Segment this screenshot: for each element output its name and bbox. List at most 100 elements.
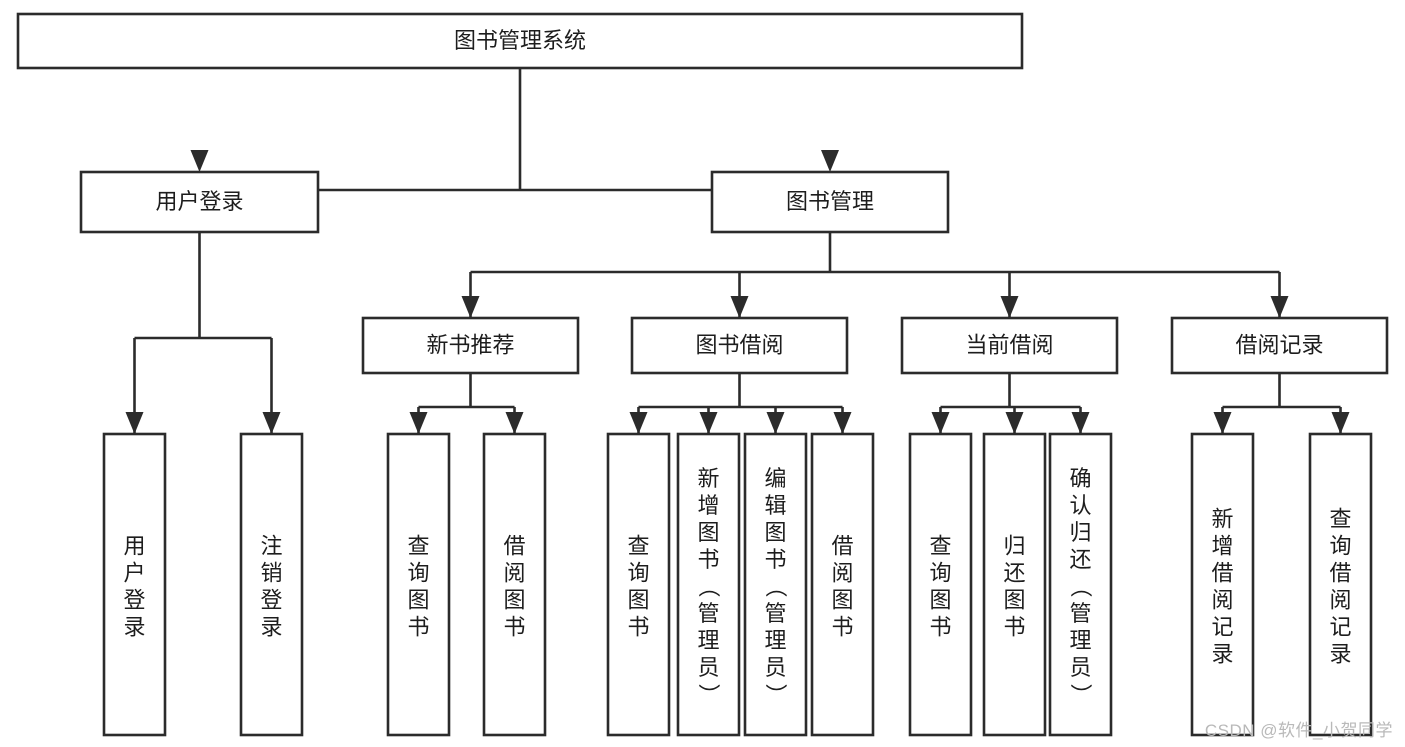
node-box-leaf-query-book-borrow[interactable]: [606, 432, 671, 737]
node-box-current-borrow[interactable]: [900, 316, 1119, 375]
svg-text:书: 书: [627, 615, 649, 640]
svg-text:图: 图: [627, 588, 649, 613]
node-borrow-record[interactable]: 借阅记录: [1170, 316, 1389, 375]
svg-text:书: 书: [697, 547, 719, 572]
node-root[interactable]: 图书管理系统: [16, 12, 1024, 70]
node-box-leaf-edit-book[interactable]: [743, 432, 808, 737]
svg-text:借: 借: [503, 534, 525, 559]
node-box-leaf-add-record[interactable]: [1190, 432, 1255, 737]
svg-text:图: 图: [764, 520, 786, 545]
node-label-current-borrow: 当前借阅: [965, 332, 1053, 357]
svg-text:（: （: [1068, 575, 1093, 597]
connector-group-book-borrow: [629, 373, 852, 434]
svg-text:询: 询: [1329, 534, 1351, 559]
node-box-leaf-logout[interactable]: [239, 432, 304, 737]
node-current-borrow[interactable]: 当前借阅: [900, 316, 1119, 375]
svg-text:员: 员: [764, 655, 786, 680]
connector-arrow-icon: [1213, 412, 1232, 434]
svg-text:阅: 阅: [503, 561, 525, 586]
node-box-user-login[interactable]: [79, 170, 320, 234]
svg-text:录: 录: [123, 615, 145, 640]
node-box-book-borrow[interactable]: [630, 316, 849, 375]
svg-text:）: ）: [696, 683, 721, 705]
node-box-leaf-borrow-book-rec[interactable]: [482, 432, 547, 737]
node-label-borrow-record: 借阅记录: [1235, 332, 1323, 357]
svg-text:记: 记: [1211, 615, 1233, 640]
svg-text:员: 员: [697, 655, 719, 680]
svg-text:阅: 阅: [831, 561, 853, 586]
svg-text:用: 用: [123, 534, 145, 559]
svg-text:查: 查: [1329, 507, 1351, 532]
svg-text:户: 户: [123, 561, 145, 586]
svg-text:（: （: [763, 575, 788, 597]
node-box-new-book-recommend[interactable]: [361, 316, 580, 375]
svg-text:增: 增: [1211, 534, 1233, 559]
connector-group-new-book-recommend: [409, 373, 524, 434]
node-box-leaf-confirm-return[interactable]: [1048, 432, 1113, 737]
svg-text:借: 借: [1211, 561, 1233, 586]
node-user-login[interactable]: 用户登录: [79, 170, 320, 234]
node-label-book-manage: 图书管理: [786, 189, 874, 214]
svg-text:辑: 辑: [764, 493, 786, 518]
node-box-leaf-query-record[interactable]: [1308, 432, 1373, 737]
node-box-leaf-query-book-cur[interactable]: [908, 432, 973, 737]
node-box-book-manage[interactable]: [710, 170, 950, 234]
svg-text:还: 还: [1069, 547, 1091, 572]
svg-text:管: 管: [697, 601, 719, 626]
node-leaf-user-login[interactable]: 用户登录: [102, 432, 167, 737]
node-new-book-recommend[interactable]: 新书推荐: [361, 316, 580, 375]
svg-text:还: 还: [1003, 561, 1025, 586]
node-box-leaf-borrow-book[interactable]: [810, 432, 875, 737]
svg-text:编: 编: [764, 466, 786, 491]
svg-text:理: 理: [1069, 628, 1091, 653]
connector-arrow-icon: [821, 150, 839, 172]
node-box-leaf-add-book[interactable]: [676, 432, 741, 737]
connector-arrow-icon: [730, 296, 749, 318]
node-book-manage[interactable]: 图书管理: [710, 170, 950, 234]
node-book-borrow[interactable]: 图书借阅: [630, 316, 849, 375]
svg-text:询: 询: [407, 561, 429, 586]
connector-arrow-icon: [833, 412, 852, 434]
svg-text:图: 图: [503, 588, 525, 613]
node-box-leaf-query-book-rec[interactable]: [386, 432, 451, 737]
svg-text:录: 录: [1329, 642, 1351, 667]
svg-text:查: 查: [929, 534, 951, 559]
node-box-root[interactable]: [16, 12, 1024, 70]
connector-group-current-borrow: [931, 373, 1090, 434]
svg-text:图: 图: [831, 588, 853, 613]
connector-arrow-icon: [1270, 296, 1289, 318]
svg-text:图: 图: [929, 588, 951, 613]
svg-text:书: 书: [764, 547, 786, 572]
svg-text:借: 借: [1329, 561, 1351, 586]
node-box-leaf-user-login[interactable]: [102, 432, 167, 737]
svg-text:书: 书: [929, 615, 951, 640]
node-box-borrow-record[interactable]: [1170, 316, 1389, 375]
node-box-leaf-return-book[interactable]: [982, 432, 1047, 737]
svg-text:查: 查: [407, 534, 429, 559]
connector-arrow-icon: [1005, 412, 1024, 434]
connector-layer: [125, 68, 1350, 434]
svg-text:书: 书: [407, 615, 429, 640]
svg-text:确: 确: [1069, 466, 1091, 491]
svg-text:认: 认: [1069, 493, 1091, 518]
svg-text:借: 借: [831, 534, 853, 559]
